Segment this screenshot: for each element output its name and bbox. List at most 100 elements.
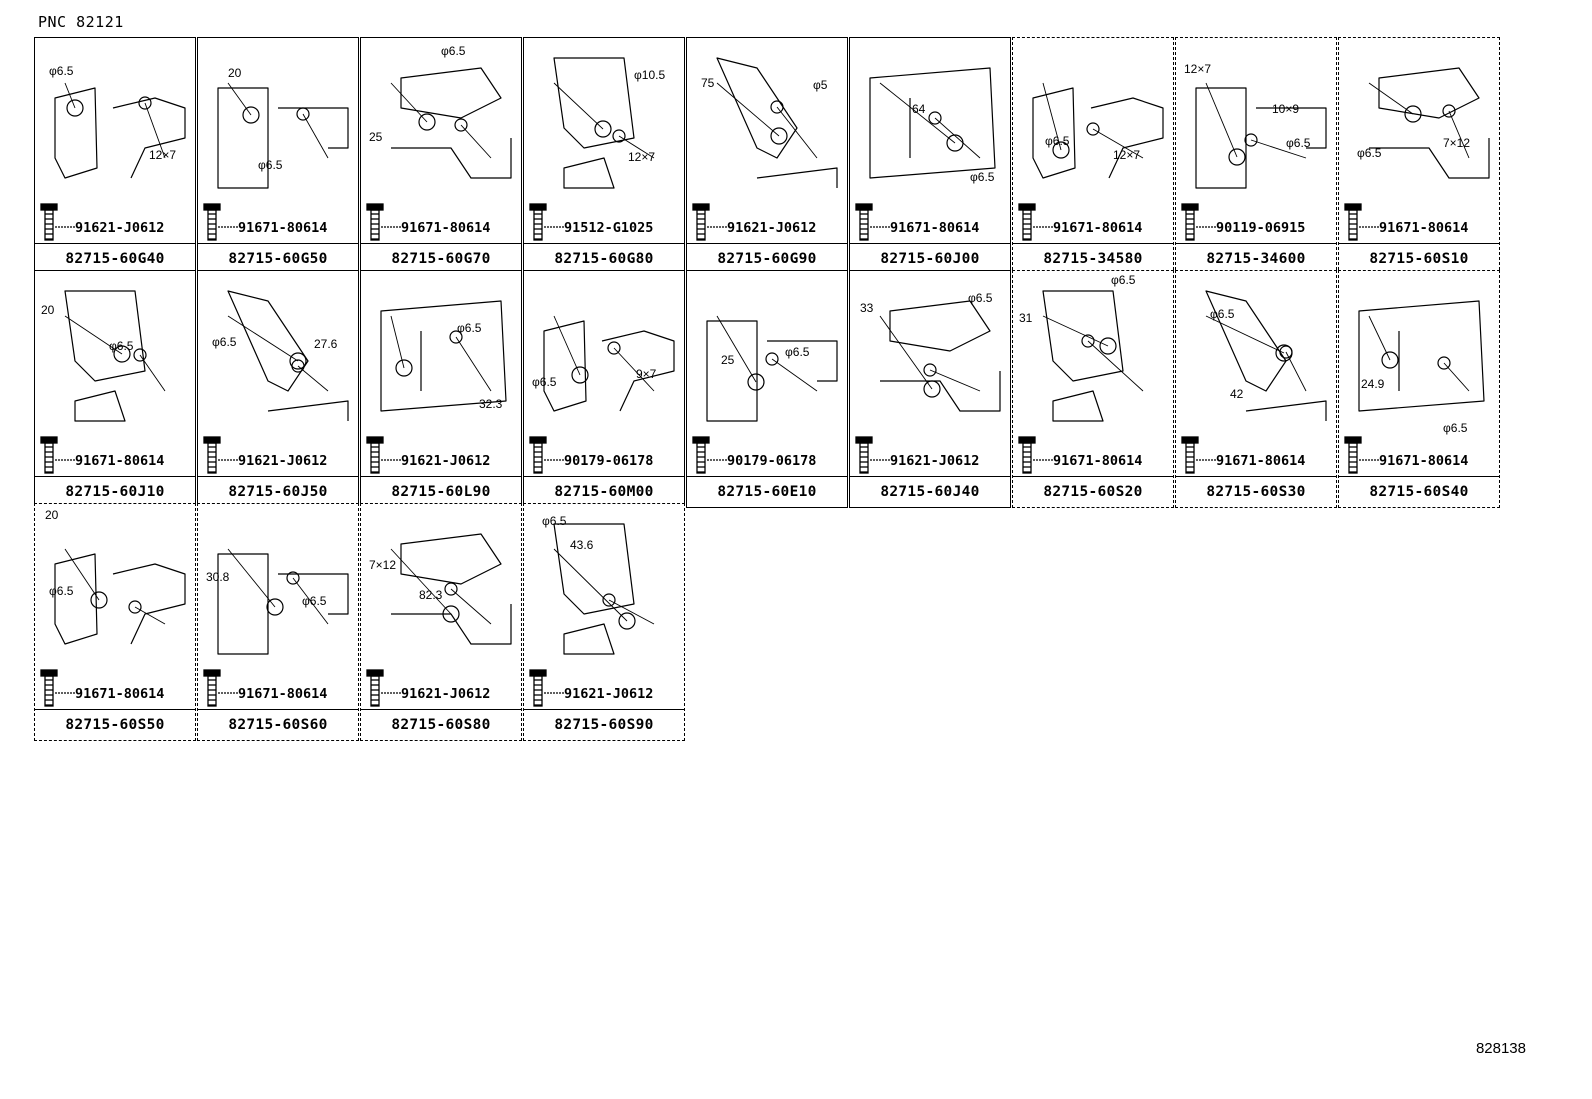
leader-arrows <box>879 315 981 392</box>
bracket-part-number[interactable]: 82715-60G40 <box>35 243 195 274</box>
bracket-part-number[interactable]: 82715-60S40 <box>1339 476 1499 507</box>
bolt-part-number: 91671-80614 <box>1379 220 1469 236</box>
dimension-label: 12×7 <box>149 148 177 162</box>
bracket-part-number[interactable]: 82715-60S10 <box>1339 243 1499 274</box>
part-illustration <box>855 67 996 241</box>
part-illustration <box>203 290 349 474</box>
bracket-part-number[interactable]: 82715-60S20 <box>1013 476 1173 507</box>
dimension-label: φ6.5 <box>968 291 993 305</box>
bracket-part-number[interactable]: 82715-60S50 <box>35 709 195 740</box>
bracket-part-number[interactable]: 82715-60J40 <box>850 476 1010 507</box>
bracket-illustration <box>1205 290 1327 421</box>
dimension-label: φ6.5 <box>302 594 327 608</box>
bracket-part-number[interactable]: 82715-60J50 <box>198 476 358 507</box>
bracket-part-number[interactable]: 82715-34600 <box>1176 243 1336 274</box>
bolt-icon <box>692 436 727 474</box>
leader-arrows <box>553 315 655 392</box>
bracket-part-number[interactable]: 82715-60J10 <box>35 476 195 507</box>
bracket-illustration <box>1369 67 1490 179</box>
dimension-label: 75 <box>701 76 715 90</box>
bracket-part-number[interactable]: 82715-60J00 <box>850 243 1010 274</box>
bracket-illustration <box>543 320 675 412</box>
part-illustration <box>1181 82 1327 241</box>
part-illustration <box>529 315 675 474</box>
bracket-part-number[interactable]: 82715-60S30 <box>1176 476 1336 507</box>
bracket-part-number[interactable]: 82715-60G80 <box>524 243 684 274</box>
bracket-part-number[interactable]: 82715-60E10 <box>687 476 847 507</box>
bracket-part-number[interactable]: 82715-34580 <box>1013 243 1173 274</box>
bolt-part-number: 91671-80614 <box>75 686 165 702</box>
dimension-label: φ6.5 <box>457 321 482 335</box>
bracket-part-number[interactable]: 82715-60L90 <box>361 476 521 507</box>
dimension-label: 43.6 <box>570 538 594 552</box>
bracket-illustration <box>64 290 147 422</box>
bolt-icon <box>1181 203 1216 241</box>
bolt-part-number: 91671-80614 <box>75 453 165 469</box>
dimension-label: φ6.5 <box>109 339 134 353</box>
dimension-label: φ6.5 <box>49 584 74 598</box>
bracket-illustration <box>1195 87 1327 189</box>
dimension-label: φ6.5 <box>970 170 995 184</box>
dimension-label: 32.3 <box>479 397 503 411</box>
bolt-icon <box>366 436 401 474</box>
bolt-part-number: 91671-80614 <box>238 686 328 702</box>
bracket-part-number[interactable]: 82715-60M00 <box>524 476 684 507</box>
bracket-illustration <box>1358 300 1485 412</box>
part-cell[interactable]: 20 φ6.5 91671-80614 82715-60S50 <box>34 503 196 741</box>
bracket-part-number[interactable]: 82715-60G50 <box>198 243 358 274</box>
dimension-label: 20 <box>228 66 242 80</box>
dimension-label: 27.6 <box>314 337 338 351</box>
bolt-part-number: 91621-J0612 <box>890 453 980 469</box>
leader-arrows <box>227 315 329 392</box>
dimension-label: φ6.5 <box>1443 421 1468 435</box>
bolt-icon <box>529 436 564 474</box>
leader-arrows <box>716 82 818 159</box>
leader-arrows <box>227 548 329 625</box>
part-illustration <box>1344 67 1490 241</box>
dimension-label: φ6.5 <box>1210 307 1235 321</box>
dimension-label: 25 <box>721 353 735 367</box>
part-illustration <box>366 533 512 707</box>
leader-arrows <box>1042 315 1144 392</box>
leader-arrows <box>64 548 166 625</box>
bolt-icon <box>40 436 75 474</box>
bracket-illustration <box>553 523 636 655</box>
dimension-label: 42 <box>1230 387 1244 401</box>
bolt-icon <box>203 203 238 241</box>
bolt-part-number: 91512-G1025 <box>564 220 654 236</box>
bracket-part-number[interactable]: 82715-60G90 <box>687 243 847 274</box>
part-illustration <box>366 300 507 474</box>
bracket-part-number[interactable]: 82715-60S80 <box>361 709 521 740</box>
bolt-part-number: 91621-J0612 <box>75 220 165 236</box>
dimension-label: 20 <box>45 508 59 522</box>
bracket-part-number[interactable]: 82715-60G70 <box>361 243 521 274</box>
bracket-part-number[interactable]: 82715-60S90 <box>524 709 684 740</box>
bracket-part-number[interactable]: 82715-60S60 <box>198 709 358 740</box>
bolt-part-number: 91621-J0612 <box>564 686 654 702</box>
dimension-label: φ5 <box>813 78 828 92</box>
leader-arrows <box>1368 82 1470 159</box>
bracket-illustration <box>706 320 838 422</box>
part-illustration <box>40 290 166 474</box>
